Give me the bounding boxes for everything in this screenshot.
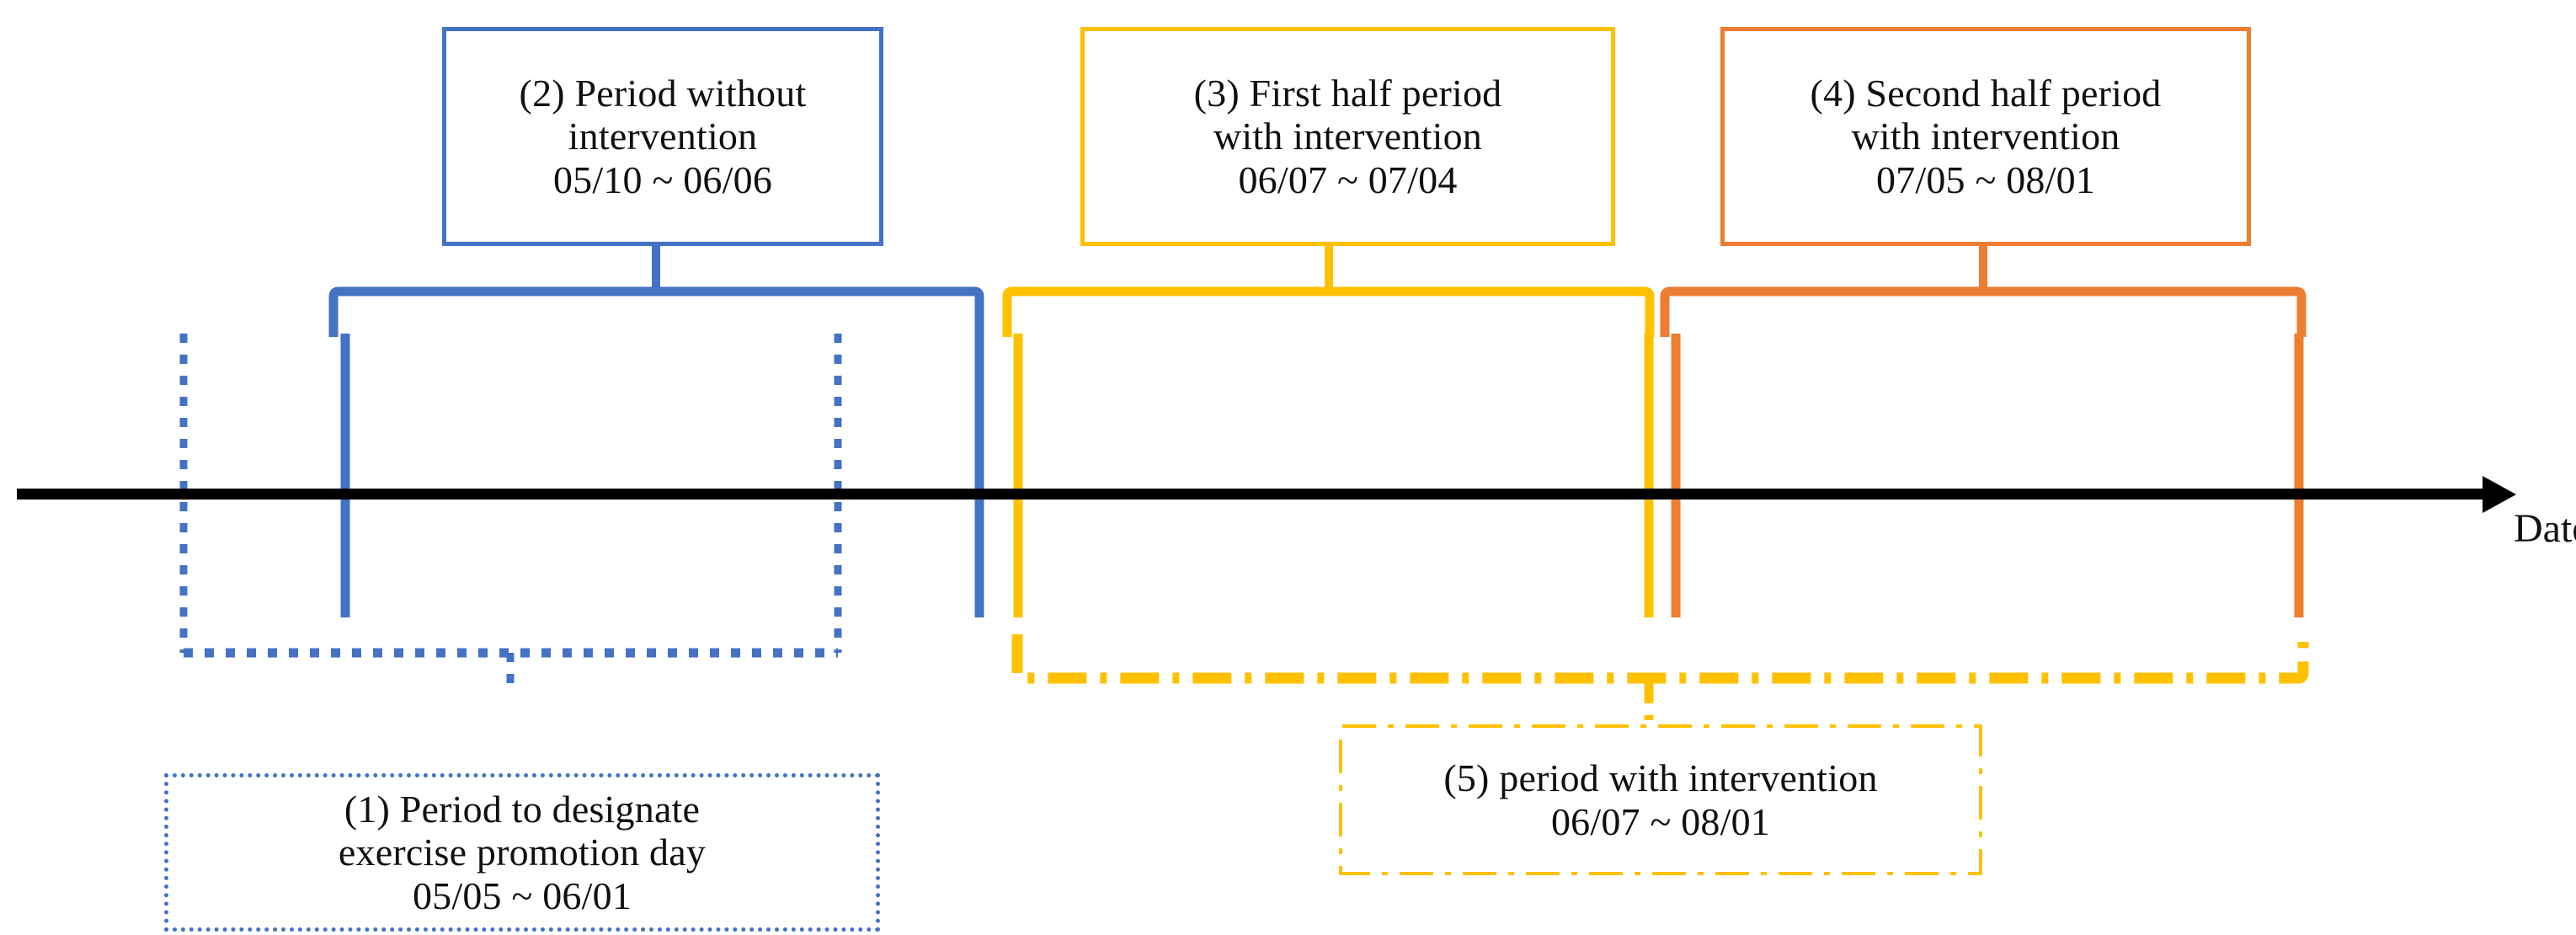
period-3-label-box[interactable]: (3) First half period with intervention …	[1080, 27, 1615, 246]
period-2-title-line2: intervention	[568, 115, 758, 158]
period-4-marks	[1660, 246, 2307, 617]
period-1-dates: 05/05 ~ 06/01	[412, 874, 632, 917]
period-4-bracket	[1660, 286, 2307, 337]
period-5-title-line1: (5) period with intervention	[1443, 756, 1878, 799]
period-3-marks	[1002, 246, 1655, 617]
period-5-dates: 06/07 ~ 08/01	[1550, 799, 1771, 843]
period-3-title-line1: (3) First half period	[1193, 71, 1502, 115]
period-4-label-box[interactable]: (4) Second half period with intervention…	[1720, 27, 2251, 246]
period-2-dates: 05/10 ~ 06/06	[552, 158, 773, 201]
date-axis-line	[17, 489, 2484, 500]
period-2-label-box[interactable]: (2) Period without intervention 05/10 ~ …	[442, 27, 883, 246]
period-2-bracket	[328, 286, 984, 337]
period-2-title-line1: (2) Period without	[519, 71, 807, 115]
period-5-label-box[interactable]: (5) period with intervention 06/07 ~ 08/…	[1342, 728, 1979, 872]
period-3-bracket	[1002, 286, 1655, 337]
period-4-title-line1: (4) Second half period	[1810, 71, 2162, 115]
period-4-title-line2: with intervention	[1851, 115, 2120, 158]
date-axis-label: Date	[2514, 506, 2576, 551]
period-3-dates: 06/07 ~ 07/04	[1238, 158, 1458, 201]
period-1-label-box[interactable]: (1) Period to designate exercise promoti…	[164, 773, 880, 932]
period-5-marks	[1011, 634, 2309, 723]
period-3-title-line2: with intervention	[1213, 115, 1482, 158]
period-5-bracket	[1011, 634, 2309, 684]
period-1-title-line1: (1) Period to designate	[344, 787, 701, 831]
date-axis-arrowhead	[2483, 476, 2516, 513]
period-1-marks	[179, 334, 842, 691]
period-4-dates: 07/05 ~ 08/01	[1875, 158, 2096, 201]
period-1-title-line2: exercise promotion day	[338, 831, 707, 874]
period-2-marks	[328, 246, 984, 617]
